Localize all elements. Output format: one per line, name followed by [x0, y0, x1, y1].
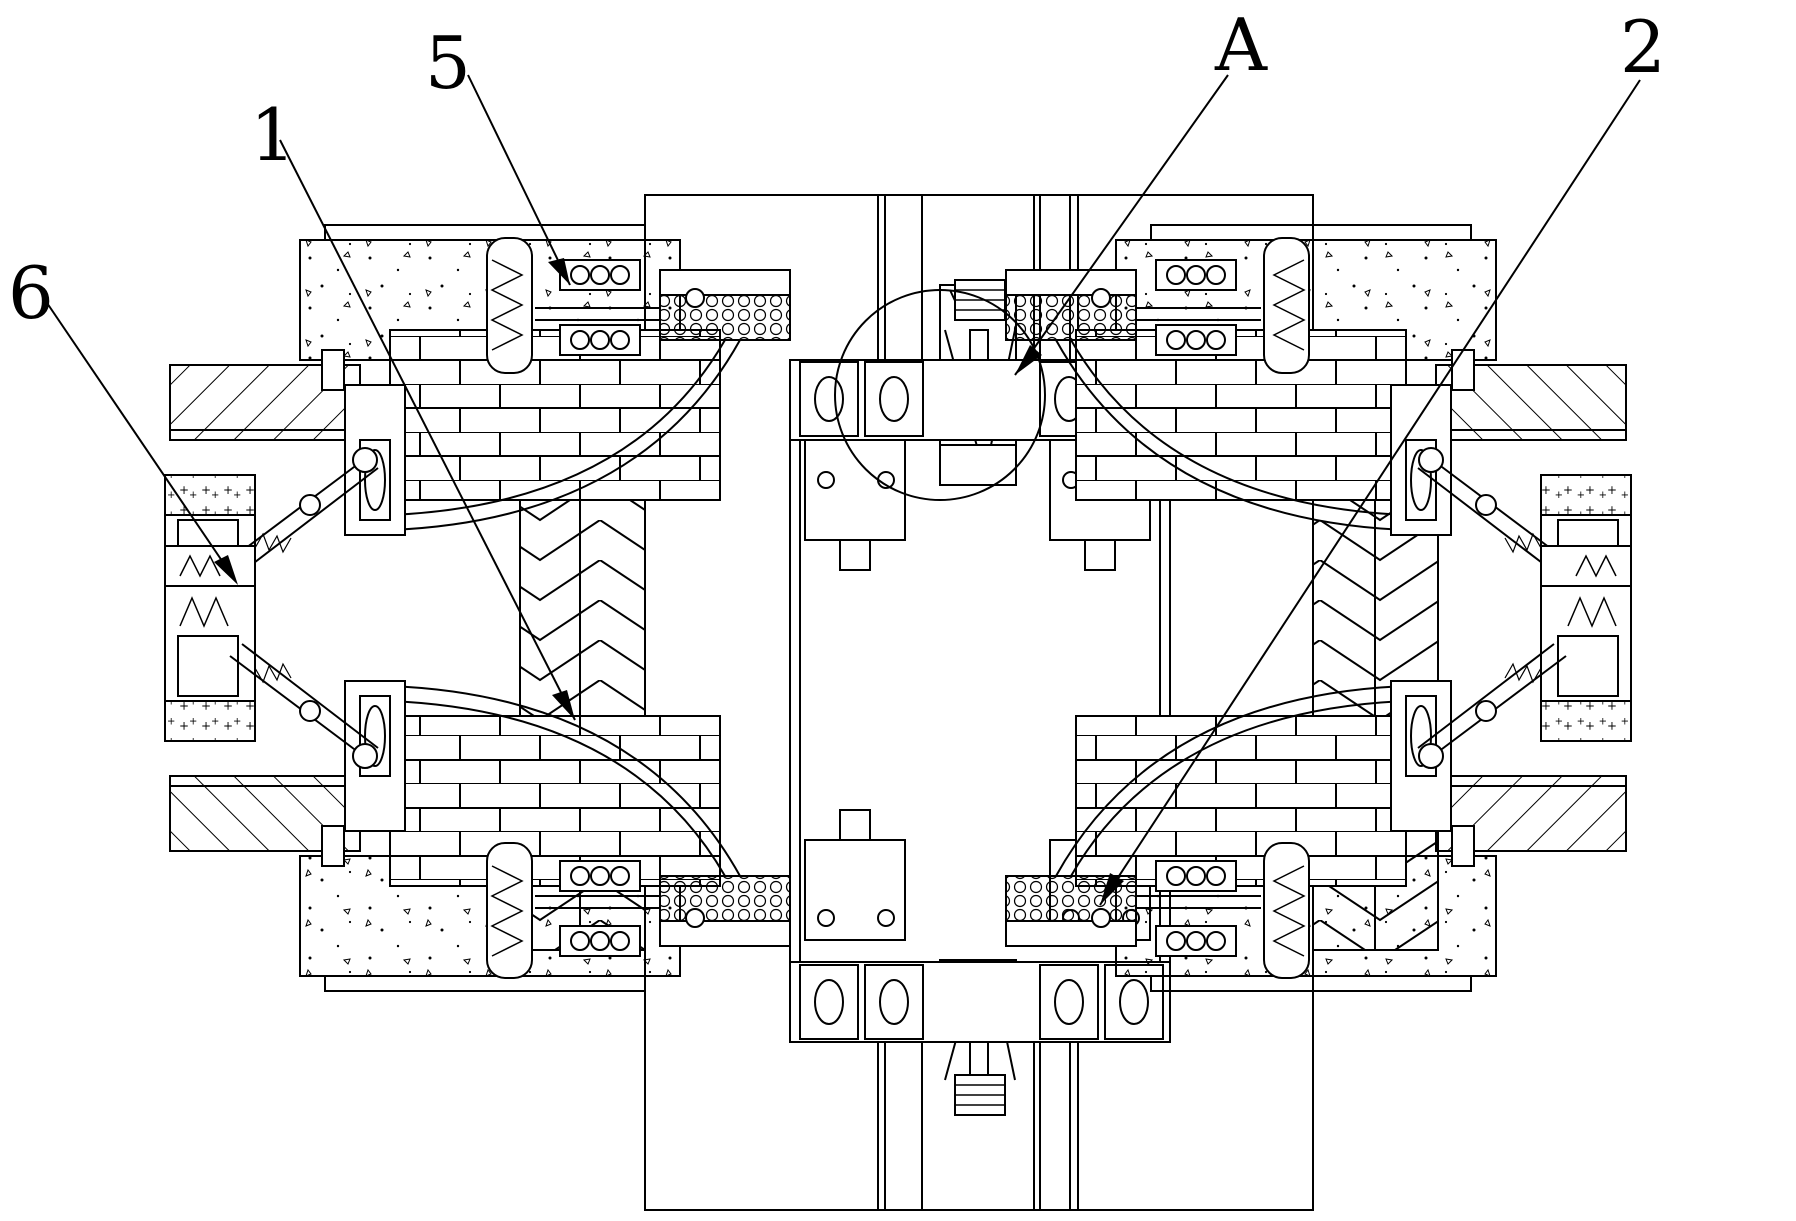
side-assembly-left-bottom [165, 546, 790, 991]
label-part-6: 6 [8, 251, 54, 335]
label-part-1: 1 [250, 93, 296, 177]
side-assembly-left-top [165, 225, 790, 670]
label-part-2: 2 [1620, 5, 1666, 89]
label-part-5: 5 [425, 21, 471, 105]
label-detail-a: A [1214, 3, 1268, 87]
bearing-row-bottom [790, 962, 1170, 1042]
